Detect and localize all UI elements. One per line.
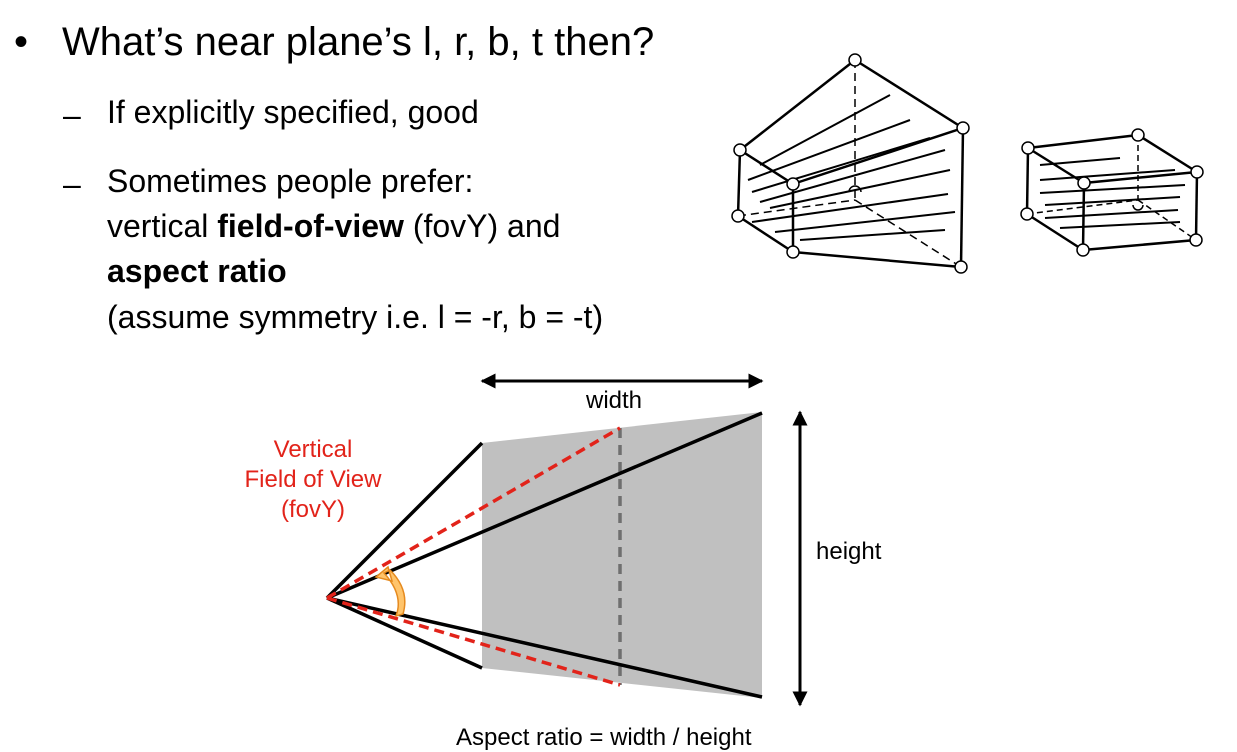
width-label: width (586, 387, 643, 414)
dash-2: – (63, 166, 81, 202)
sub-point-line3: aspect ratio (107, 249, 287, 294)
term-aspect-ratio: aspect ratio (107, 253, 287, 289)
sub-line2-pre: vertical (107, 208, 218, 244)
height-label: height (816, 538, 882, 565)
ortho-box-sketch (1020, 128, 1204, 257)
sub-point-line4: (assume symmetry i.e. l = -r, b = -t) (107, 299, 604, 335)
aspect-ratio-caption: Aspect ratio = width / height (456, 724, 752, 751)
sub-point-line2: vertical field-of-view (fovY) and (107, 204, 560, 249)
dash-1: – (63, 97, 81, 133)
frustum-sketch (731, 53, 970, 274)
fov-label-line3: (fovY) (280, 496, 345, 523)
fov-angle-arc-icon (374, 565, 406, 618)
sub-point-line1: Sometimes people prefer: (107, 163, 474, 199)
near-plane-gray (482, 412, 762, 698)
sub-point-explicit: If explicitly specified, good (107, 94, 479, 130)
fov-lower-ray (326, 596, 621, 687)
fov-upper-ray (326, 426, 621, 600)
fov-label-line1: Vertical (273, 436, 353, 463)
fov-label-line2: Field of View (244, 466, 382, 493)
fov-diagram (325, 373, 808, 707)
slide-heading: What’s near plane’s l, r, b, t then? (62, 20, 655, 64)
term-field-of-view: field-of-view (217, 208, 404, 244)
bullet-point: • (14, 20, 29, 64)
sub-line2-post: (fovY) and (403, 208, 561, 244)
